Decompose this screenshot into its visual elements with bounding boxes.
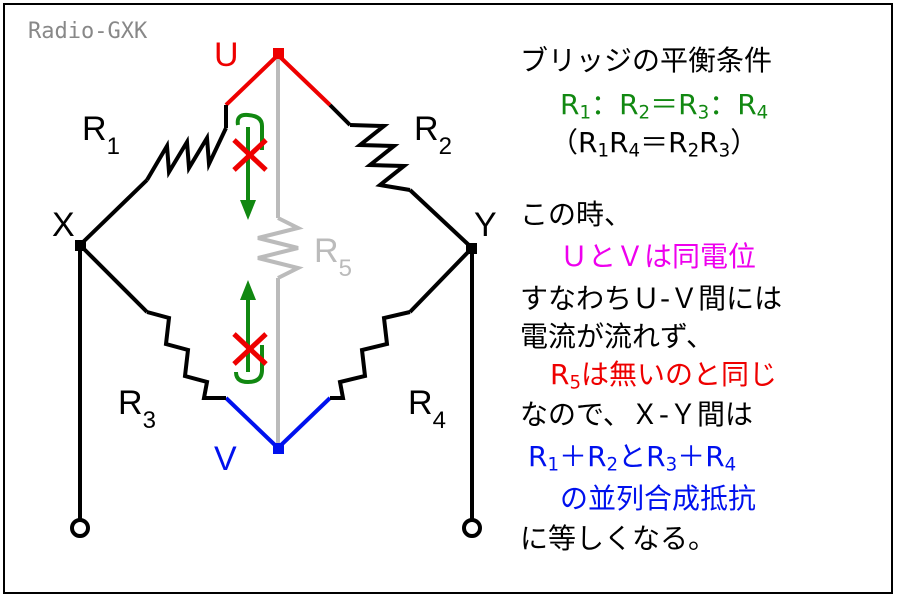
r5-label: R5 xyxy=(314,232,352,282)
resistor-r4 xyxy=(330,246,474,400)
explanation-line-8: の並列合成抵抗 xyxy=(560,482,757,515)
node-x-label: X xyxy=(52,206,75,244)
explanation-line-9: に等しくなる。 xyxy=(520,522,717,555)
terminal-right xyxy=(462,518,482,538)
node-x-dot xyxy=(75,240,86,251)
terminal-left xyxy=(70,518,90,538)
r1-label: R1 xyxy=(82,110,120,160)
r2-label: R2 xyxy=(414,110,452,160)
explanation-line-4: 電流が流れず、 xyxy=(520,320,715,353)
resistor-r3 xyxy=(78,243,226,400)
node-v-label: V xyxy=(214,440,237,478)
border-frame xyxy=(3,3,893,594)
no-current-mark-bottom xyxy=(232,332,268,366)
watermark: Radio-GXK xyxy=(28,19,148,44)
current-arrow-top xyxy=(235,112,264,220)
heading: ブリッジの平衡条件 xyxy=(520,44,773,77)
explanation-line-7: R1＋R2とR3＋R4 xyxy=(528,440,737,476)
r4-label: R4 xyxy=(408,384,446,434)
explanation-line-6: なので、Ｘ-Ｙ間は xyxy=(520,398,753,431)
node-u-dot xyxy=(273,48,284,59)
terminal-leads xyxy=(70,248,482,538)
resistor-r1 xyxy=(78,105,228,247)
balance-condition-alt: （R1R4＝R2R3） xyxy=(550,126,759,162)
resistor-r2 xyxy=(328,103,474,250)
current-arrow-bottom xyxy=(234,280,264,385)
balance-condition: R1：R2＝R3：R4 xyxy=(560,88,769,124)
r3-label: R3 xyxy=(118,384,156,434)
explanation-line-5: R5は無いのと同じ xyxy=(550,358,778,394)
u-node-wires xyxy=(224,53,332,107)
node-u-label: U xyxy=(214,36,239,74)
no-current-mark-top xyxy=(232,138,268,172)
explanation-line-2: ＵとＶは同電位 xyxy=(560,240,757,273)
explanation-line-1: この時、 xyxy=(520,198,633,231)
v-node-wires xyxy=(224,396,332,450)
r5-branch xyxy=(257,55,304,448)
node-y-label: Y xyxy=(474,206,497,244)
node-y-dot xyxy=(466,243,477,254)
node-v-dot xyxy=(273,443,284,454)
explanation-line-3: すなわちＵ-Ｖ間には xyxy=(520,282,783,315)
